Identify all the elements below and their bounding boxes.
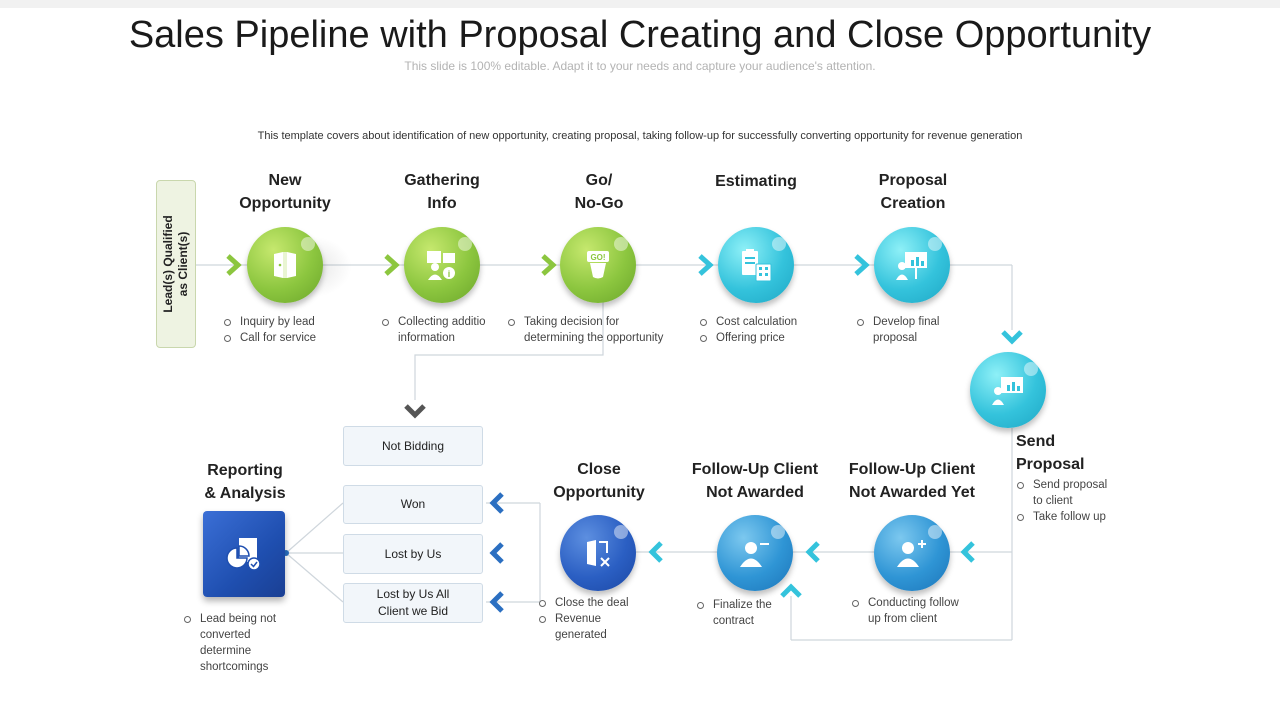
stage-label-go-no-go: Go/No-Go [574,172,624,212]
stage-circle-close-opportunity [560,515,636,591]
stage-circle-gathering-info: i [404,227,480,303]
lead-qualified-label: Lead(s) Qualified as Client(s) [161,215,190,313]
chevron-left-icon [489,542,504,564]
chevron-left-icon [489,492,504,514]
stage-circle-follow-up-not-awarded [717,515,793,591]
svg-text:i: i [448,269,451,279]
bullets-go-no-go: Taking decision for determining the oppo… [506,314,696,346]
stage-circle-follow-up-not-awarded-yet [874,515,950,591]
outcome-not-bidding: Not Bidding [343,426,483,466]
bullets-close-opportunity: Close the deal Revenue generated [537,595,657,643]
chevron-right-icon [854,254,870,276]
chevron-left-icon [648,541,663,563]
door-close-icon [587,540,610,567]
stage-circle-proposal-creation [874,227,950,303]
outcome-lost-by-us: Lost by Us [343,534,483,574]
stage-label-reporting: Reporting& Analysis [204,462,286,502]
page-title: Sales Pipeline with Proposal Creating an… [128,14,1152,56]
bullets-gathering-info: Collecting additio information [380,314,500,346]
chevron-down-icon [404,404,426,419]
bullets-estimating: Cost calculation Offering price [698,314,838,346]
bullets-follow-up-not-awarded: Finalize the contract [695,597,805,629]
stage-label-estimating: Estimating [715,173,797,190]
bullets-follow-up-not-awarded-yet: Conducting follow up from client [850,595,1000,627]
stage-circle-estimating [718,227,794,303]
top-bar [0,0,1280,8]
bullets-send-proposal: Send proposal to client Take follow up [1015,477,1155,525]
user-remove-icon [740,542,769,567]
page-description: This template covers about identificatio… [257,130,1023,142]
chevron-down-icon [1001,330,1023,345]
bullets-new-opportunity: Inquiry by lead Call for service [222,314,372,346]
lead-qualified-box: Lead(s) Qualified as Client(s) [156,180,196,348]
people-info-icon: i [427,251,455,280]
chevron-left-icon [489,591,504,613]
chevron-up-icon [780,583,802,598]
stage-circle-send-proposal [970,352,1046,428]
chevron-right-icon [226,254,242,276]
presentation-icon [896,252,927,280]
chevron-right-icon [384,254,400,276]
bullets-proposal-creation: Develop final proposal [855,314,995,346]
chevron-right-icon [698,254,714,276]
bullets-reporting: Lead being not converted determine short… [182,611,302,675]
svg-text:GO!: GO! [590,253,605,262]
presentation-icon [992,377,1023,405]
stage-circle-go-no-go: GO! [560,227,636,303]
reporting-box [203,511,285,597]
pie-report-icon [226,538,261,571]
user-add-icon [897,540,926,567]
chevron-right-icon [541,254,557,276]
page-subtitle: This slide is 100% editable. Adapt it to… [404,59,876,73]
chevron-left-icon [805,541,820,563]
chevron-left-icon [960,541,975,563]
go-sign-icon: GO! [587,251,609,279]
calculator-clipboard-icon [742,249,772,282]
outcome-won: Won [343,485,483,524]
stage-circle-new-opportunity [247,227,323,303]
door-map-icon [274,252,296,278]
